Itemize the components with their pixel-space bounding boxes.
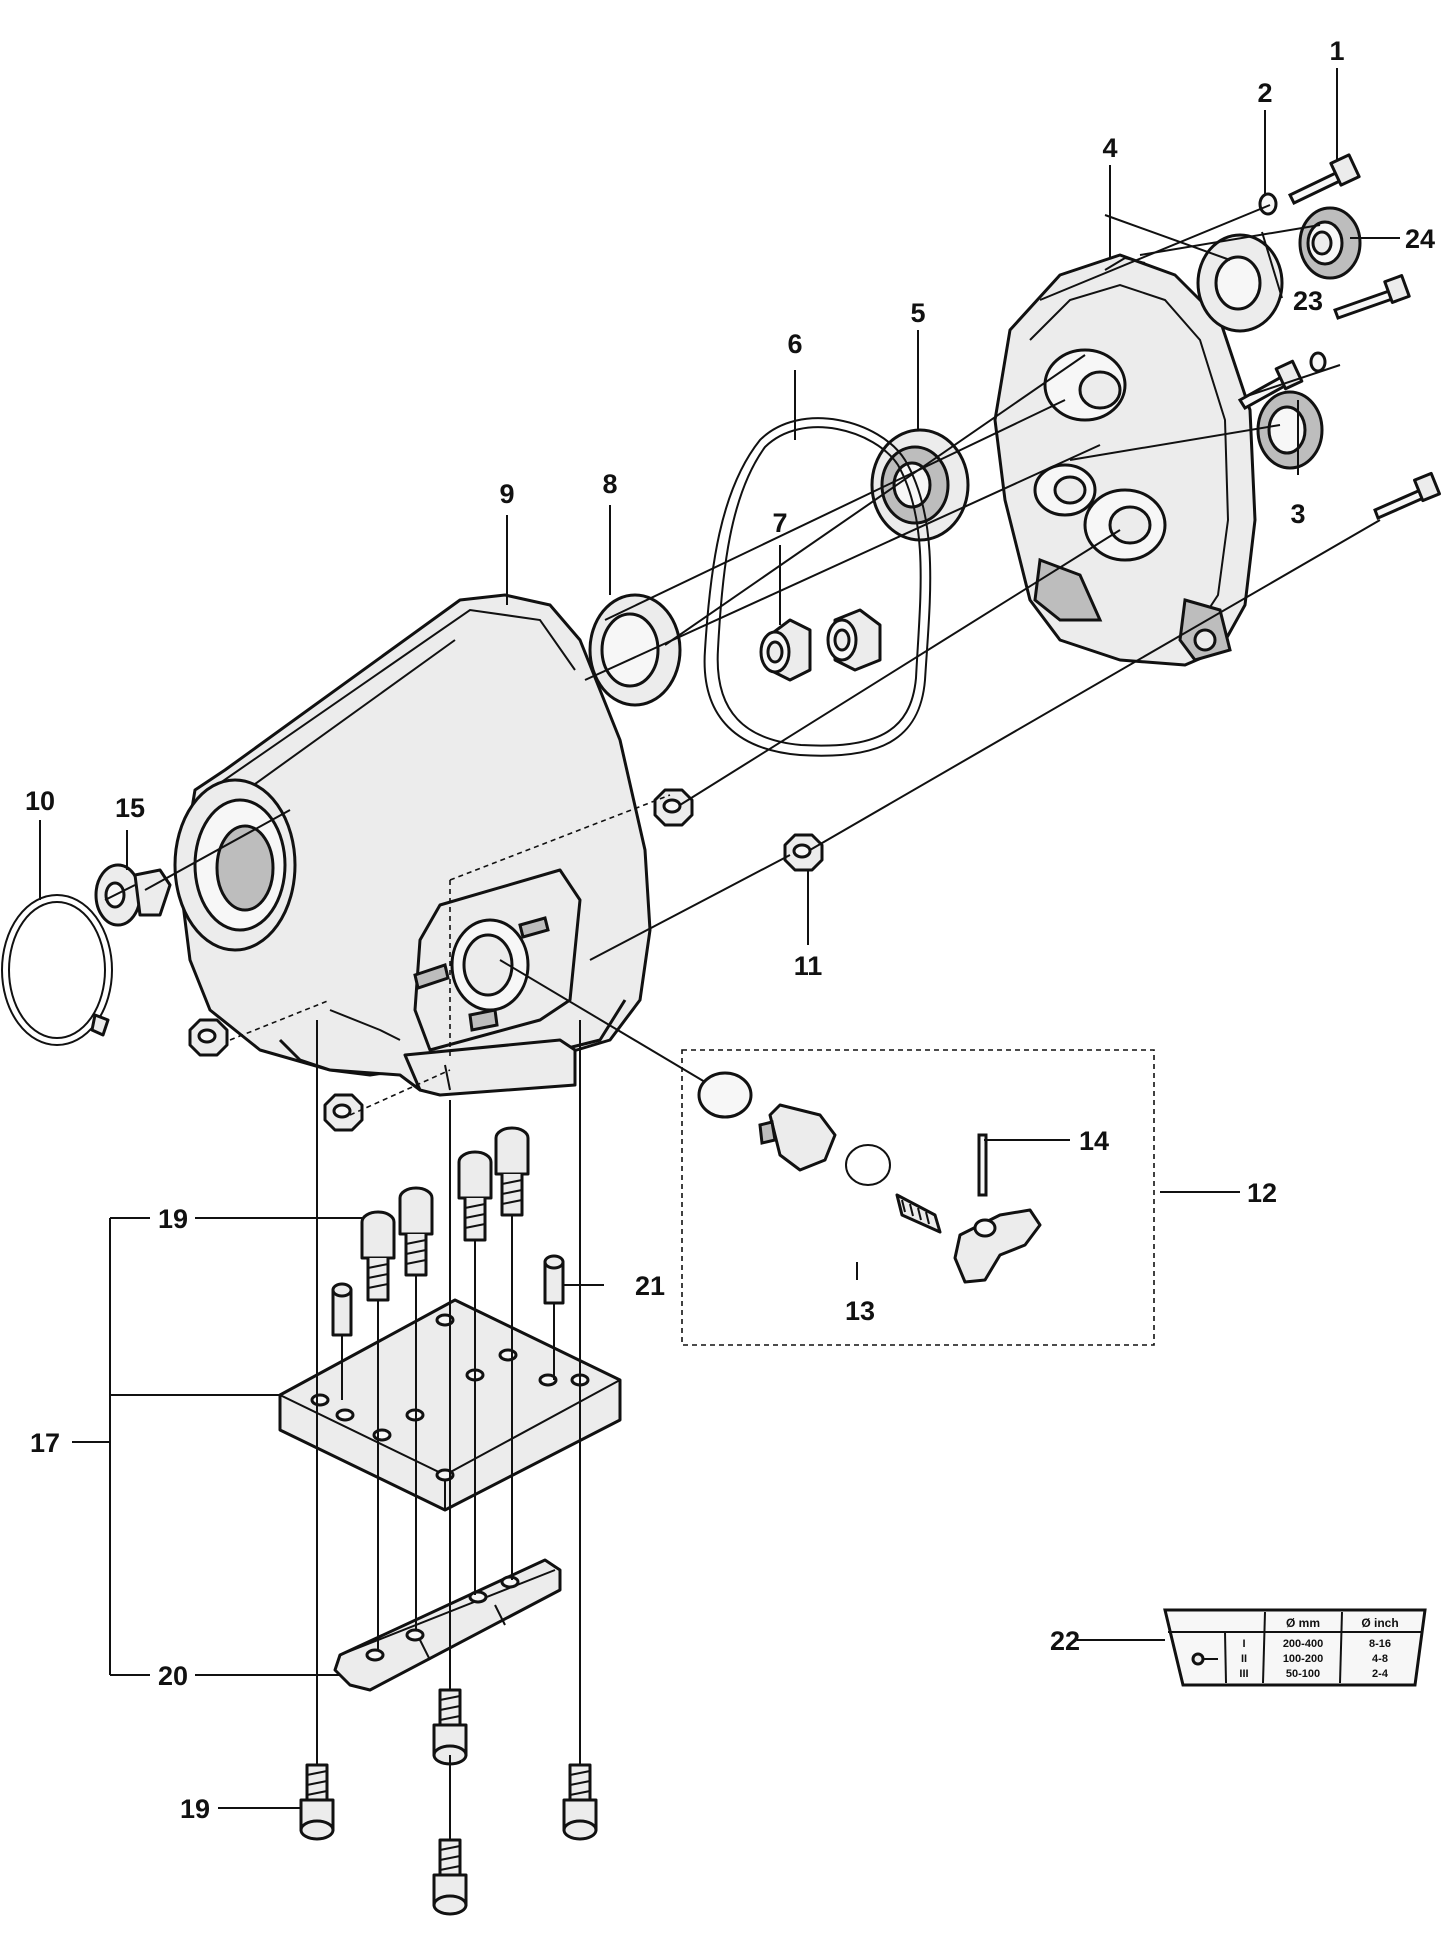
gearbox-cover-9 xyxy=(173,593,652,1097)
callout-14: 14 xyxy=(1079,1126,1109,1156)
callout-3: 3 xyxy=(1290,499,1305,529)
socket-screw-a xyxy=(360,1210,396,1302)
bushing-15 xyxy=(94,863,172,927)
callout-12: 12 xyxy=(1247,1178,1277,1208)
callout-19-lower: 19 xyxy=(180,1794,210,1824)
kit-12-frame xyxy=(681,1049,1155,1346)
screw-right-mid xyxy=(1237,359,1304,411)
gear-speed-decal-22: Ø mm Ø inch I II III 200-400 100-200 50-… xyxy=(1163,1608,1427,1687)
decal-mm: 100-200 xyxy=(1283,1653,1323,1665)
seal-23 xyxy=(1196,233,1284,333)
socket-screw-c xyxy=(457,1150,493,1242)
callout-5: 5 xyxy=(910,298,925,328)
seal-24 xyxy=(1298,206,1362,280)
screw-right-upper xyxy=(1333,274,1411,320)
callout-20: 20 xyxy=(158,1661,188,1691)
dowel-pin-right xyxy=(543,1254,565,1305)
screw-right-lower xyxy=(1373,471,1441,521)
decal-gear: III xyxy=(1239,1668,1248,1680)
screw-1 xyxy=(1287,153,1361,205)
callout-2: 2 xyxy=(1257,78,1272,108)
callout-10: 10 xyxy=(25,786,55,816)
callout-11: 11 xyxy=(794,951,823,981)
nut-left-lower xyxy=(323,1093,364,1132)
socket-screw-lower-bottom xyxy=(432,1838,468,1916)
selector-kit-12 xyxy=(697,1071,1042,1284)
lock-ring-10 xyxy=(1,894,113,1046)
socket-screw-lower-right xyxy=(562,1763,598,1841)
dowel-pin-left xyxy=(331,1282,353,1337)
nut-left-upper xyxy=(188,1018,229,1057)
callout-8: 8 xyxy=(602,469,617,499)
callout-labels: 1 2 3 4 5 6 7 8 9 10 11 12 13 14 15 17 1… xyxy=(25,36,1435,1824)
callout-22: 22 xyxy=(1050,1626,1080,1656)
callout-23: 23 xyxy=(1293,286,1323,316)
decal-gear: II xyxy=(1241,1653,1247,1665)
callout-9: 9 xyxy=(499,479,514,509)
callout-13: 13 xyxy=(845,1296,875,1326)
decal-header-inch: Ø inch xyxy=(1361,1616,1398,1630)
callout-24: 24 xyxy=(1405,224,1435,254)
assembly-lines xyxy=(104,204,1381,1840)
socket-screw-d xyxy=(494,1126,530,1217)
washer-right xyxy=(1309,351,1327,373)
needle-bearing-7a xyxy=(759,618,812,682)
callout-19-upper: 19 xyxy=(158,1204,188,1234)
washer-2 xyxy=(1258,192,1278,216)
callout-1: 1 xyxy=(1329,36,1344,66)
decal-header-mm: Ø mm xyxy=(1286,1616,1320,1630)
callout-7: 7 xyxy=(772,508,787,538)
socket-screw-lower-center xyxy=(432,1688,468,1766)
socket-screw-lower-left xyxy=(299,1763,335,1841)
decal-mm: 50-100 xyxy=(1286,1668,1320,1680)
seal-ring-8 xyxy=(588,593,682,707)
callout-21: 21 xyxy=(635,1271,665,1301)
callout-6: 6 xyxy=(787,329,802,359)
seal-3 xyxy=(1256,390,1324,470)
socket-screw-b xyxy=(398,1186,434,1277)
callout-15: 15 xyxy=(115,793,145,823)
decal-inch: 4-8 xyxy=(1372,1653,1388,1665)
decal-mm: 200-400 xyxy=(1283,1638,1323,1650)
callout-17: 17 xyxy=(30,1428,60,1458)
callout-4: 4 xyxy=(1102,133,1117,163)
decal-inch: 8-16 xyxy=(1369,1638,1391,1650)
needle-bearing-7b xyxy=(826,608,882,672)
decal-gear: I xyxy=(1242,1638,1245,1650)
nut-11a xyxy=(653,788,694,827)
nut-11b xyxy=(783,833,824,872)
gear-housing xyxy=(993,253,1257,667)
decal-inch: 2-4 xyxy=(1372,1668,1389,1680)
clamp-bar-20 xyxy=(333,1558,562,1692)
callout-leaders xyxy=(39,68,1400,1809)
